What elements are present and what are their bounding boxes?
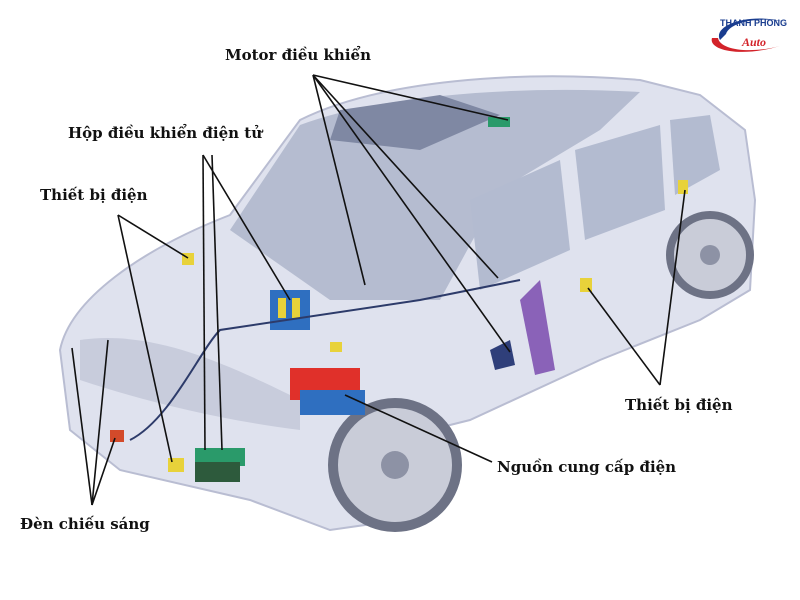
leader-lines — [71, 74, 686, 506]
logo-brand: THANH PHONG — [720, 18, 787, 28]
logo-swoosh — [711, 18, 785, 52]
label-power: Nguồn cung cấp điện — [497, 458, 677, 476]
label-motor: Motor điều khiển — [225, 46, 371, 64]
label-device-right: Thiết bị điện — [625, 396, 733, 414]
logo-sub: Auto — [742, 35, 767, 49]
car-illustration — [58, 75, 757, 532]
label-device-left: Thiết bị điện — [40, 186, 148, 204]
label-lights: Đèn chiếu sáng — [20, 515, 150, 533]
brand-logo: THANH PHONG Auto — [708, 14, 794, 60]
label-ecu: Hộp điều khiển điện tử — [68, 124, 263, 142]
